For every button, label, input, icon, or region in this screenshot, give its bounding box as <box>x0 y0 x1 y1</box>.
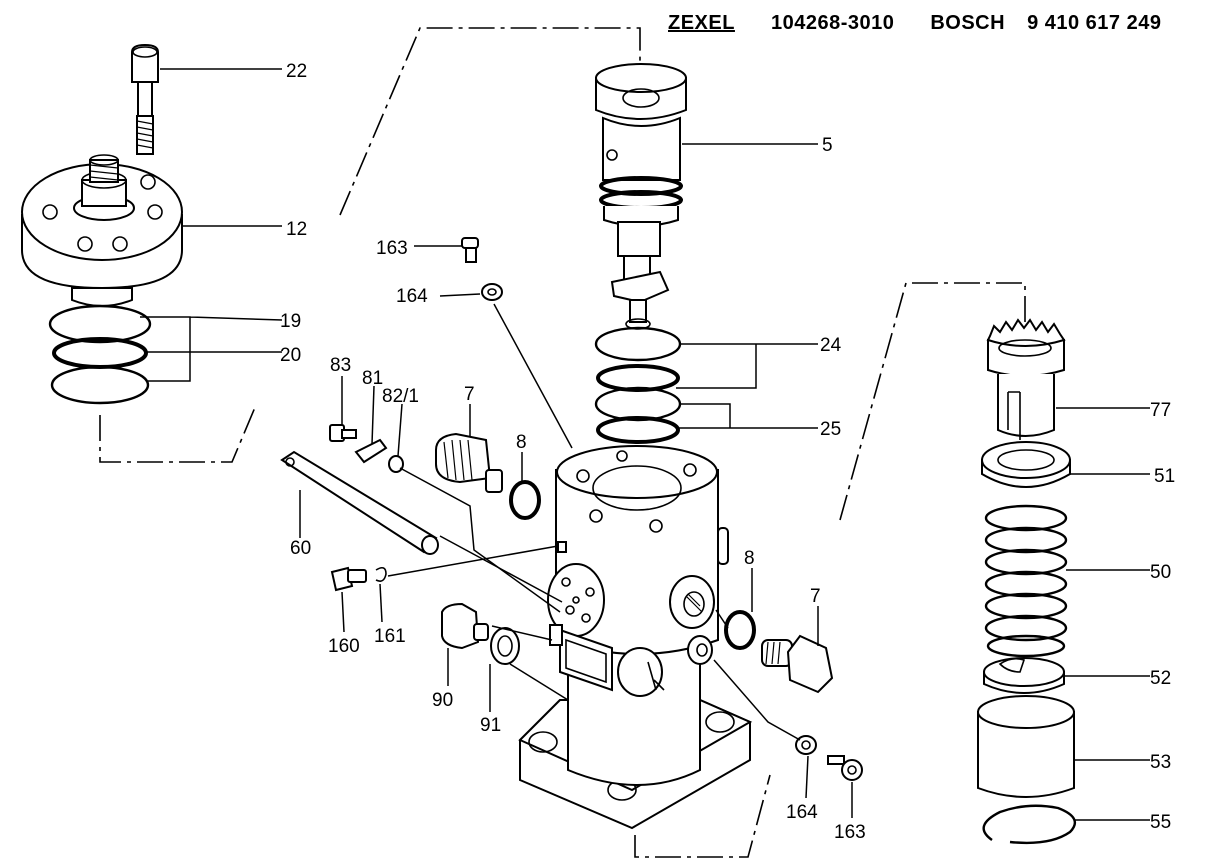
part-163-bottom-screw <box>827 755 863 781</box>
callout-164-bottom: 164 <box>786 802 818 823</box>
part-161-clip <box>375 566 387 582</box>
bosch-part-number: 9 410 617 249 <box>1027 12 1162 34</box>
part-7-left-plug <box>435 432 503 493</box>
callout-12: 12 <box>286 219 307 240</box>
callout-8-left: 8 <box>516 432 527 453</box>
callout-163-top: 163 <box>376 238 408 259</box>
callout-60: 60 <box>290 538 311 559</box>
part-82-washer <box>388 455 404 473</box>
callout-5: 5 <box>822 135 833 156</box>
part-number-header: ZEXEL 104268-3010 BOSCH 9 410 617 249 <box>668 12 1161 35</box>
callout-55: 55 <box>1150 812 1171 833</box>
callout-164-top: 164 <box>396 286 428 307</box>
zexel-label: ZEXEL <box>668 12 735 34</box>
callout-53: 53 <box>1150 752 1171 773</box>
callout-83: 83 <box>330 355 351 376</box>
part-163-top-screw <box>461 237 479 263</box>
part-91-washer <box>490 627 520 665</box>
callout-20: 20 <box>280 345 301 366</box>
callout-25: 25 <box>820 419 841 440</box>
part-81-lever <box>354 438 388 464</box>
part-55-snap-ring <box>982 804 1077 845</box>
part-83-bolt <box>329 424 357 442</box>
part-90-plug <box>441 602 489 650</box>
part-22-cap-screw <box>131 43 159 155</box>
callout-22: 22 <box>286 61 307 82</box>
parts-19-20-rings <box>48 304 152 405</box>
part-160-screw <box>330 566 367 592</box>
part-50-spring <box>984 504 1068 658</box>
callout-160: 160 <box>328 636 360 657</box>
callout-50: 50 <box>1150 562 1171 583</box>
part-8-left-oring <box>509 480 541 520</box>
zexel-part-number: 104268-3010 <box>770 12 895 34</box>
bosch-label: BOSCH <box>930 12 1006 34</box>
part-53-tappet <box>977 695 1075 798</box>
callout-labels: 22 12 19 20 5 163 164 24 25 83 81 82/1 7… <box>280 61 1175 843</box>
callout-91: 91 <box>480 715 501 736</box>
part-77-control-sleeve <box>986 318 1066 440</box>
callout-90: 90 <box>432 690 453 711</box>
callout-81: 81 <box>362 368 383 389</box>
callout-51: 51 <box>1154 466 1175 487</box>
callout-7-right: 7 <box>810 586 821 607</box>
part-8-right-oring <box>724 610 756 650</box>
part-164-bottom-washer <box>795 735 817 755</box>
part-51-spring-seat <box>981 441 1071 488</box>
callout-24: 24 <box>820 335 842 356</box>
callout-7-left: 7 <box>464 384 475 405</box>
callout-161: 161 <box>374 626 406 647</box>
callout-19: 19 <box>280 311 301 332</box>
part-164-top-washer <box>481 283 503 301</box>
callout-163-bottom: 163 <box>834 822 866 843</box>
part-7-right-plug <box>761 634 834 694</box>
callout-77: 77 <box>1150 400 1171 421</box>
pump-housing <box>518 445 753 830</box>
part-12-flange <box>21 154 183 307</box>
callout-8-right: 8 <box>744 548 755 569</box>
leader-lines <box>140 68 1150 821</box>
callout-82-1: 82/1 <box>382 386 419 407</box>
callout-52: 52 <box>1150 668 1171 689</box>
part-60-rod <box>280 450 439 555</box>
part-5-plunger-barrel <box>595 63 687 330</box>
parts-24-25-rings <box>594 326 682 444</box>
part-52-lower-seat <box>983 657 1065 694</box>
